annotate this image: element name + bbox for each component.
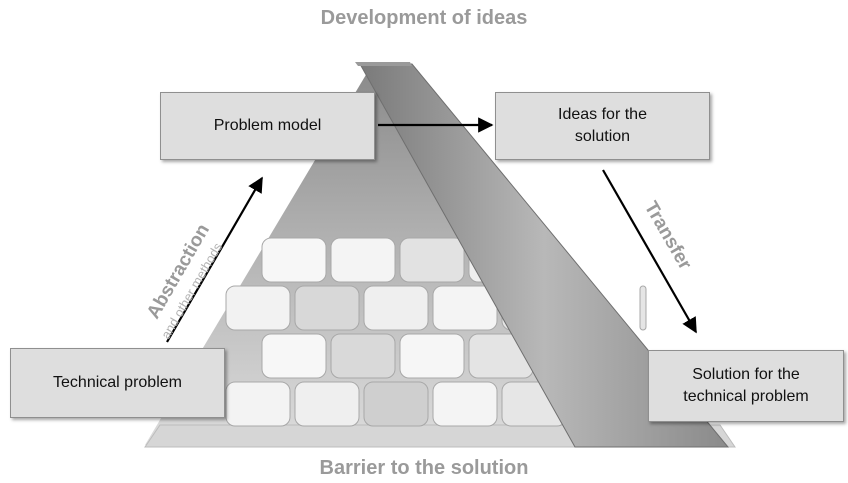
ideas-label: Ideas for the solution	[558, 106, 647, 145]
technical-problem-label: Technical problem	[53, 374, 182, 391]
solution-path-band-top	[355, 62, 412, 66]
problem-model-label: Problem model	[213, 117, 322, 134]
problem-model-box: Problem model	[160, 92, 375, 160]
transfer-arrow	[602, 169, 697, 334]
solution-label: Solution for the technical problem	[683, 366, 809, 405]
ideas-box: Ideas for the solution	[495, 92, 710, 160]
solution-box: Solution for the technical problem	[648, 350, 844, 422]
bottom-heading: Barrier to the solution	[319, 457, 529, 479]
top-heading: Development of ideas	[320, 7, 528, 29]
abstraction-arrow	[166, 176, 263, 343]
technical-problem-box: Technical problem	[10, 348, 225, 418]
